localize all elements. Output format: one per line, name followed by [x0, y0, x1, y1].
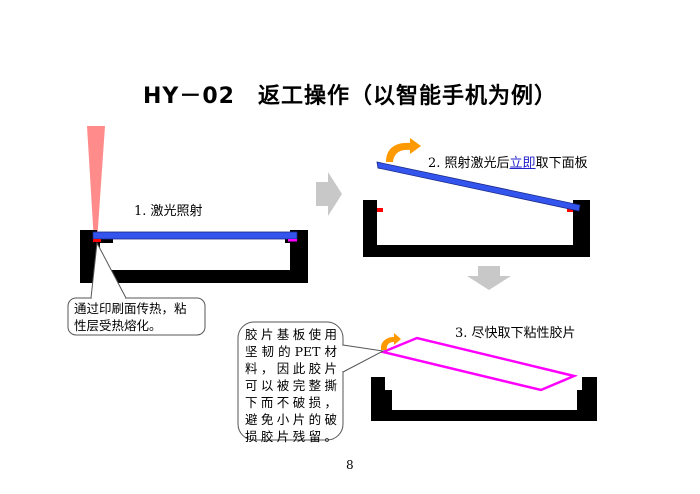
adhesive-film [378, 336, 578, 392]
step2-suffix: 取下面板 [535, 156, 588, 171]
phone-frame-2 [363, 200, 590, 257]
note1-pointer [90, 241, 127, 299]
note1-line: 通过印刷面传热，粘 [74, 301, 187, 316]
note2-line: 避免小片的破 [245, 412, 337, 427]
note2-pointer [342, 344, 385, 373]
step2-label: 2. 照射激光后立即取下面板 [428, 152, 588, 171]
step2-link[interactable]: 立即 [509, 156, 536, 171]
note2-line: 损胶片残留。 [245, 429, 337, 444]
page-title: HY－02 返工操作（以智能手机为例） [143, 84, 557, 109]
flow-arrow-down [467, 266, 511, 290]
note1-text: 通过印刷面传热，粘 性层受热熔化。 [74, 300, 204, 334]
note2-line: 料，因此胶片 [245, 361, 337, 376]
front-panel-lifted [376, 161, 581, 212]
step2-prefix: 2. 照射激光后 [428, 156, 510, 171]
phone-frame-3 [371, 377, 597, 421]
page-number: 8 [346, 458, 354, 472]
note2-line: 坚韧的PET材 [245, 344, 337, 359]
laser-beam [87, 126, 105, 242]
lift-arrow-icon [386, 138, 421, 162]
step3-label: 3. 尽快取下粘性胶片 [455, 326, 576, 341]
note2-line: 下而不破损， [245, 395, 337, 410]
adhesive-left-2 [377, 208, 383, 212]
adhesive-edge [288, 239, 297, 242]
note2-bubble [237, 321, 344, 441]
note1-bubble [67, 297, 206, 336]
note2-line: 胶片基板使用 [245, 327, 337, 342]
front-panel-1 [92, 231, 298, 240]
step1-label: 1. 激光照射 [134, 204, 203, 219]
flow-arrow-right [316, 172, 342, 216]
adhesive-heated [93, 239, 101, 242]
peel-arrow-icon [380, 333, 401, 350]
note2-text: 胶片基板使用 坚韧的PET材 料，因此胶片 可以被完整撕 下而不破损， 避免小片… [245, 326, 337, 445]
note1-line: 性层受热熔化。 [74, 318, 162, 333]
note2-line: 可以被完整撕 [245, 378, 337, 393]
adhesive-right-2 [567, 208, 573, 212]
